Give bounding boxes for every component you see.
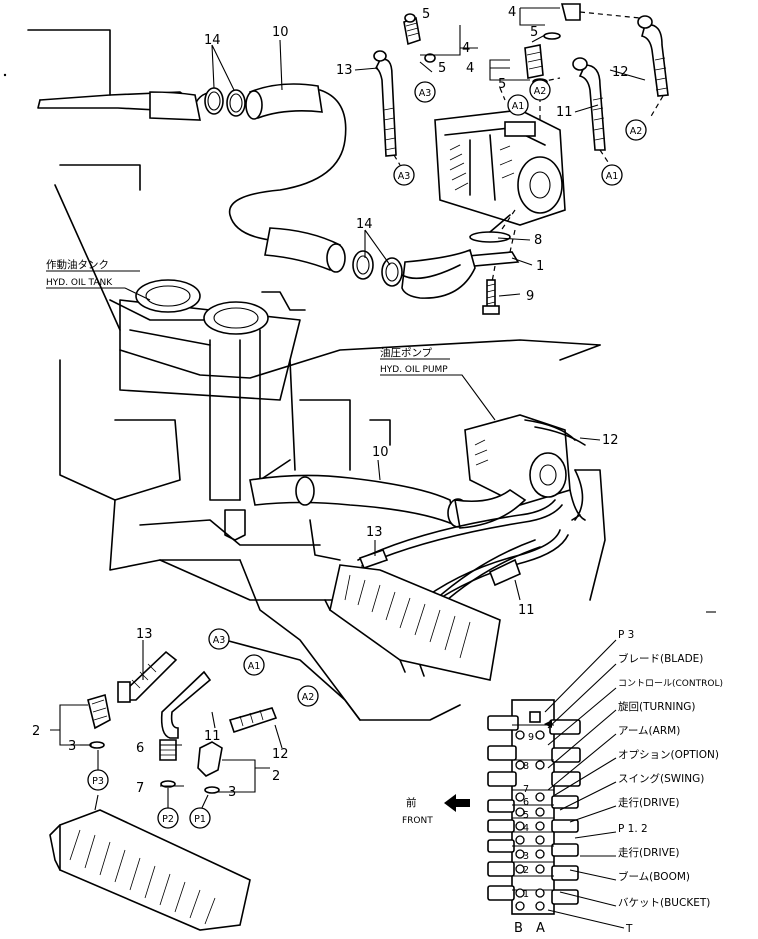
part-number-14: 14 [204,33,221,48]
part-number-7: 7 [136,781,144,796]
port-a3-hose: A3 [398,171,411,182]
part-number-11: 11 [556,105,573,120]
front-label-jp: 前 [406,796,417,809]
port-a1-top: A1 [512,101,525,112]
front-arrow: 前 FRONT [402,794,470,826]
part-number-10: 10 [272,25,289,40]
part-number-4: 4 [466,61,474,76]
suction-elbow [352,248,476,299]
port-a1-lower: A1 [248,661,261,672]
part-number-4: 4 [462,41,470,56]
section-label-turning: 旋回(TURNING) [618,700,696,713]
lower-fittings [87,650,278,794]
part-number-2: 2 [272,769,280,784]
spool-numbers: 9 8 7 6 5 4 3 2 1 [523,732,534,900]
dashed-connections [393,11,664,283]
spool-number: 8 [523,761,529,772]
spool-number: 4 [523,823,529,834]
spool-number: 2 [523,865,529,876]
section-label-arm: アーム(ARM) [618,725,680,737]
control-valve-lower [49,809,251,931]
port-a3-lower: A3 [213,635,226,646]
port-a3-top: A3 [419,88,432,99]
part-number-3: 3 [68,739,76,754]
port-a-label: A [536,921,545,936]
part-number-9: 9 [526,289,534,304]
hydraulic-oil-tank [119,279,306,401]
part-number-10: 10 [372,445,389,460]
part-number-8: 8 [534,233,542,248]
port-bubbles: A3 A1 A2 A3 A1 A2 A3 A1 A2 P3 P2 P1 [87,79,647,829]
callout-leaders [50,7,646,813]
section-label-control: コントロール(CONTROL) [618,679,723,689]
spool-number: 6 [523,797,529,808]
part-number-5: 5 [438,61,446,76]
section-label-drive-1: 走行(DRIVE) [618,796,680,809]
valve-schematic [487,699,581,915]
spool-number: 1 [523,889,529,900]
port-p3: P3 [92,776,104,787]
section-label-swing: スイング(SWING) [618,772,704,785]
pump-label-en: HYD. OIL PUMP [380,365,448,375]
section-label-drive-2: 走行(DRIVE) [618,846,680,859]
port-b-label: B [514,921,523,936]
spool-number: 3 [523,851,529,862]
section-labels: P 3 ブレード(BLADE) コントロール(CONTROL) 旋回(TURNI… [618,629,723,935]
machine-frame-outline [27,29,606,721]
hose-13-top [373,50,397,157]
part-number-14: 14 [356,217,373,232]
pump-assembled [464,414,586,521]
spool-number: 5 [523,810,529,821]
hoses-11-12-top [572,15,669,151]
port-a2-lower: A2 [302,692,315,703]
section-leader-lines [544,639,625,929]
part-number-2: 2 [32,724,40,739]
tank-label-en: HYD. OIL TANK [46,278,113,288]
section-label-t: T [625,923,633,935]
part-number-5: 5 [498,77,506,92]
port-a2-top: A2 [534,86,547,97]
part-number-12: 12 [602,433,619,448]
part-number-12: 12 [272,747,289,762]
part-number-12: 12 [612,65,629,80]
port-a1-hose: A1 [606,171,619,182]
section-label-p3: P 3 [618,629,634,641]
flange-parts [466,214,520,315]
component-labels: 作動油タンク HYD. OIL TANK 油圧ポンプ HYD. OIL PUMP [46,258,496,421]
part-number-5: 5 [422,7,430,22]
suction-hose-top [149,83,347,273]
port-p2: P2 [162,814,174,825]
part-number-13: 13 [336,63,353,78]
spool-number: 7 [523,784,529,795]
section-label-boom: ブーム(BOOM) [618,870,690,883]
front-label-en: FRONT [402,816,433,826]
tank-label-jp: 作動油タンク [46,258,109,271]
part-number-6: 6 [136,741,144,756]
spool-number: 9 [528,732,534,743]
section-label-bucket: バケット(BUCKET) [618,897,710,909]
control-valve-assembled [324,564,501,681]
part-number-3: 3 [228,785,236,800]
part-number-13: 13 [136,627,153,642]
section-label-blade: ブレード(BLADE) [618,652,703,665]
suction-hose-assembled [249,474,527,529]
part-number-5: 5 [530,25,538,40]
part-number-11: 11 [518,603,535,618]
port-a2-hose: A2 [630,126,643,137]
port-p1: P1 [194,814,206,825]
section-label-p12: P 1. 2 [618,823,648,835]
pressure-hoses-assembled [357,469,584,613]
part-number-13: 13 [366,525,383,540]
pump-exploded [434,109,566,226]
section-label-option: オプション(OPTION) [618,749,719,761]
pump-label-jp: 油圧ポンプ [380,346,433,359]
part-number-1: 1 [536,259,544,274]
part-numbers: 10 14 13 5 4 4 5 5 4 5 12 11 14 8 1 9 10… [32,5,629,800]
part-number-11: 11 [204,729,221,744]
part-number-4: 4 [508,5,516,20]
fittings-4-5-top [403,3,581,86]
